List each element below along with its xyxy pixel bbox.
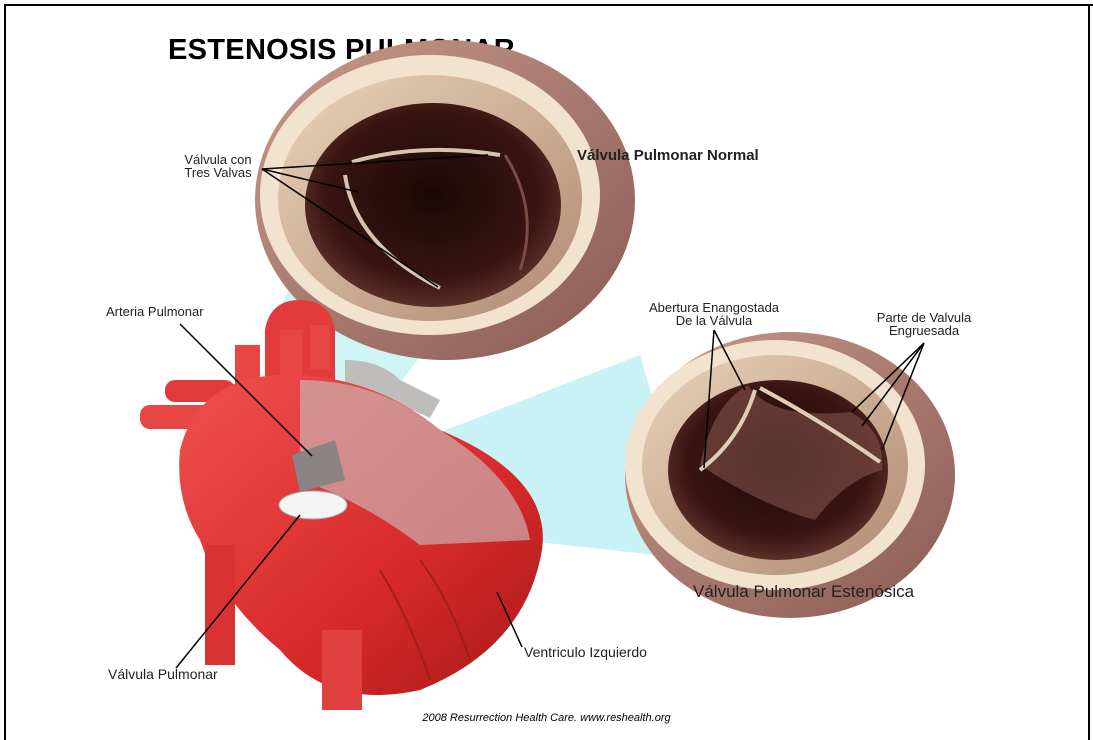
stenotic-valve-illustration <box>625 332 955 618</box>
label-normal-valve: Válvula Pulmonar Normal <box>577 147 759 164</box>
label-pulmonary-valve: Válvula Pulmonar <box>108 666 218 682</box>
label-left-ventricle: Ventriculo Izquierdo <box>524 644 647 660</box>
label-narrowed-opening-line2: De la Válvula <box>676 313 753 328</box>
label-thickened-line2: Engruesada <box>889 323 960 338</box>
label-three-leaflets-line2: Tres Valvas <box>184 165 252 180</box>
label-pulmonary-artery: Arteria Pulmonar <box>106 304 204 319</box>
label-stenotic-valve: Válvula Pulmonar Estenósica <box>693 582 915 601</box>
image-credit: 2008 Resurrection Health Care. www.reshe… <box>0 712 1093 724</box>
